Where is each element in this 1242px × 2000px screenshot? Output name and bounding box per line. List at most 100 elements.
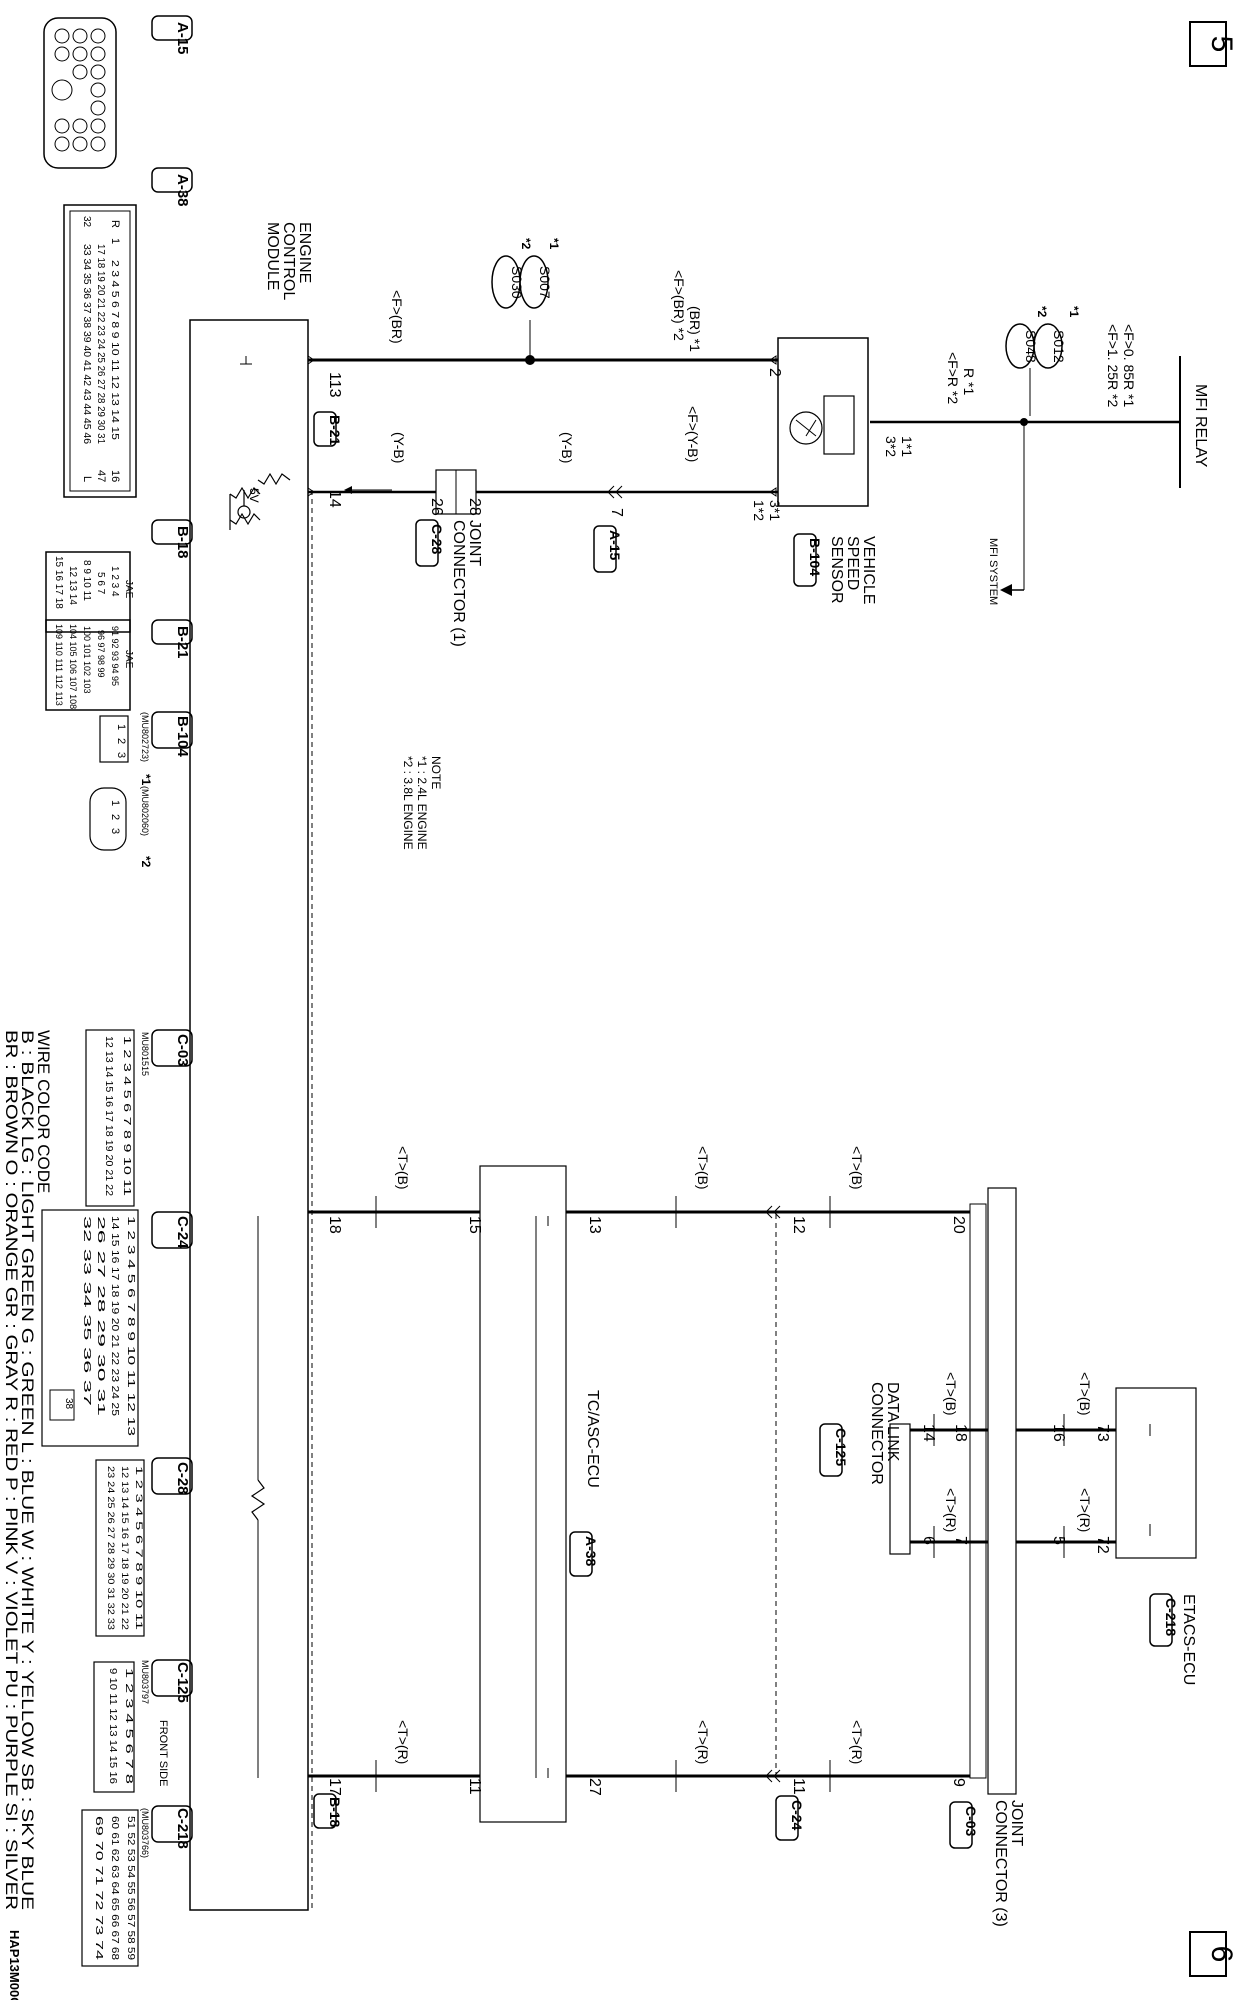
connector-a38-label: A-38 xyxy=(174,174,191,207)
pin-73: 73 xyxy=(1094,1424,1111,1442)
b18-row2: 5 6 7 xyxy=(95,572,106,595)
pin-11-tcu: 11 xyxy=(466,1778,483,1795)
connector-b21-label: B-21 xyxy=(174,626,191,659)
tag-a15-text: A-15 xyxy=(607,530,623,561)
page-number-right-text: 6 xyxy=(1205,1946,1238,1963)
pin-15: 15 xyxy=(466,1216,483,1234)
b104-pin1-b: 1 xyxy=(109,800,121,806)
connector-c125-label: C-125 xyxy=(174,1662,191,1703)
ecm-5v-label: 5V xyxy=(247,488,261,503)
a38-pin-1: 1 xyxy=(109,238,121,244)
pin-11: 11 xyxy=(790,1778,807,1795)
splice-s012-s048: S012 S048 *1 *2 xyxy=(1005,306,1081,416)
wire-tr-2-label: <T>(R) xyxy=(695,1720,711,1764)
dlc-label-2: CONNECTOR xyxy=(868,1382,885,1485)
tag-c24: C-24 xyxy=(775,1795,805,1841)
b18-row4: 12 13 14 xyxy=(67,566,78,605)
connector-c24: C-24 1 2 3 4 5 6 7 8 9 10 11 12 13 14 15… xyxy=(41,1209,193,1447)
tag-c125-text: C-125 xyxy=(833,1428,849,1466)
c24-row3: 26 27 28 29 30 31 xyxy=(95,1216,106,1417)
c218-row2: 60 61 62 63 64 65 66 67 68 xyxy=(109,1816,120,1961)
etacs-ecu: ETACS-ECU xyxy=(1115,1387,1197,1685)
tag-c28-text: C-28 xyxy=(429,524,445,555)
wire-br-2: <F>(BR) *2 xyxy=(671,270,687,341)
c218-row1: 51 52 53 54 55 56 57 58 59 xyxy=(125,1816,136,1961)
tag-c28: C-28 xyxy=(415,519,445,567)
splice-s048-star: *2 xyxy=(1035,306,1049,318)
ecm-internal-resistor xyxy=(250,1479,266,1521)
c24-row4: 32 33 34 35 36 37 xyxy=(81,1216,92,1407)
ecm-ground-symbol xyxy=(240,356,252,365)
connector-a15-pins xyxy=(51,28,106,152)
pin-13: 13 xyxy=(586,1216,603,1234)
vss-label-3: SENSOR xyxy=(828,536,845,604)
b104-pin2-b: 2 xyxy=(109,814,121,820)
pin-16: 16 xyxy=(1050,1424,1067,1442)
tag-a15: A-15 xyxy=(593,525,623,573)
relay-wire-2: <F>1. 25R *2 xyxy=(1105,324,1121,407)
splice-s007-star: *1 xyxy=(547,238,561,250)
mfi-relay-label: MFI RELAY xyxy=(1192,384,1209,468)
pin-20: 20 xyxy=(950,1216,967,1234)
a38-pin-32: 32 xyxy=(81,216,92,228)
connector-a38: A-38 R 1 32 2 3 4 5 6 7 8 9 10 11 12 13 … xyxy=(63,167,193,498)
connector-a15-label: A-15 xyxy=(174,22,191,55)
wire-tr-etacs-label: <T>(R) xyxy=(1077,1488,1093,1532)
c218-part: (MU803766) xyxy=(140,1808,150,1858)
joint-connector-3: JOINT CONNECTOR (3) xyxy=(969,1187,1025,1927)
connector-c218-label: C-218 xyxy=(174,1808,191,1849)
relay-r-1: R *1 xyxy=(961,368,977,395)
splice-s007-s030: S007 S030 *1 *2 xyxy=(491,238,561,309)
connector-b104: B-104 (MU802723) *1 1 2 3 (MU802060) *2 … xyxy=(89,711,193,868)
splice-s007: S007 xyxy=(537,266,553,299)
pin-3b: 3*1 xyxy=(767,500,783,521)
b18-row1: 1 2 3 4 xyxy=(109,566,120,597)
pin-1b: 1*2 xyxy=(751,500,767,521)
note-title: NOTE xyxy=(429,756,443,789)
splice-s030: S030 xyxy=(509,266,525,299)
splice-s048: S048 xyxy=(1023,330,1039,363)
pin-27: 27 xyxy=(586,1778,603,1796)
tc-asc-ecu: TC/ASC-ECU xyxy=(479,1165,601,1823)
wire-tb-3-label: <T>(B) xyxy=(395,1146,411,1190)
wire-tr-1-label: <T>(R) xyxy=(849,1720,865,1764)
c28-row2: 12 13 14 15 16 17 18 19 20 21 22 xyxy=(120,1466,130,1630)
engine-note: NOTE *1 : 2.4L ENGINE *2 : 3.8L ENGINE xyxy=(401,756,443,850)
b21-row2: 96 97 98 99 xyxy=(96,630,106,678)
wire-yb-2: (Y-B) xyxy=(391,432,407,463)
connector-c218: C-218 (MU803766) 51 52 53 54 55 56 57 58… xyxy=(81,1805,193,1967)
dlc-label-1: DATA LINK xyxy=(884,1382,901,1462)
b104-part2: (MU802060) xyxy=(140,786,150,836)
signal-arrows xyxy=(375,1196,1065,1792)
b21-jae: JAE xyxy=(123,650,134,669)
ecm-label-3: MODULE xyxy=(264,222,281,290)
a38-row3: 33 34 35 36 37 38 39 40 41 42 43 44 45 4… xyxy=(81,244,92,444)
tag-b21-text: B-21 xyxy=(327,415,343,446)
b104-part1: (MU802723) xyxy=(140,712,150,762)
c28-row1: 1 2 3 4 5 6 7 8 9 10 11 xyxy=(134,1466,144,1630)
c125-row1: 1 2 3 4 5 6 7 8 xyxy=(123,1668,134,1785)
jc1-label-2: CONNECTOR (1) xyxy=(450,520,467,647)
a38-pin-l: L xyxy=(81,476,93,482)
c03-row1: 1 2 3 4 5 6 7 8 9 10 11 xyxy=(121,1036,132,1197)
tag-a38: A-38 xyxy=(569,1531,599,1577)
c03-row2: 12 13 14 15 16 17 18 19 20 21 22 xyxy=(103,1036,114,1196)
b18-jae: JAE xyxy=(123,580,134,599)
jc1-label-1: JOINT xyxy=(466,520,483,566)
c125-part: MU803797 xyxy=(140,1660,150,1704)
wire-f-yb: <F>(Y-B) xyxy=(685,406,701,462)
b21-row3: 100 101 102 103 xyxy=(82,626,92,694)
c03-part: MU801515 xyxy=(140,1032,150,1076)
a38-pin-47: 47 xyxy=(95,470,107,482)
vss-label-2: SPEED xyxy=(844,536,861,590)
tag-b104: B-104 xyxy=(793,533,823,587)
page-number-left-text: 5 xyxy=(1205,36,1238,53)
legend-line2: BR : BROWN O : ORANGE GR : GRAY R : RED … xyxy=(2,1030,21,1910)
tag-b18: B-18 xyxy=(313,1793,343,1829)
connector-c03: C-03 MU801515 1 2 3 4 5 6 7 8 9 10 11 12… xyxy=(85,1029,193,1207)
joint-connector-1: JOINT CONNECTOR (1) xyxy=(435,469,483,647)
pin-18-dlc: 18 xyxy=(952,1424,969,1442)
connector-a15: A-15 xyxy=(43,15,193,169)
page-number-left: 5 xyxy=(1189,21,1238,67)
